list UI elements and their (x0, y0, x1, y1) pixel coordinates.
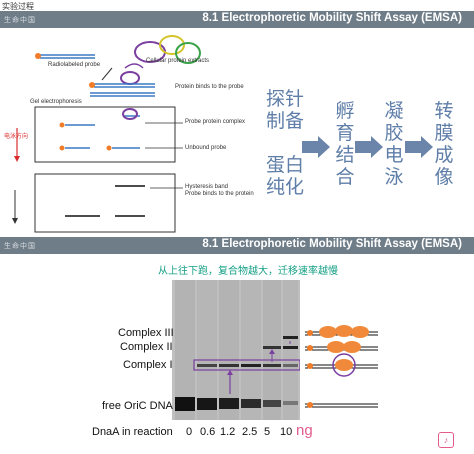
watermark-icon: ♪ (438, 432, 454, 448)
complex-schematic (305, 325, 378, 408)
cellular-extracts-label: Cellular protein extracts (146, 58, 210, 64)
free-oric-dna-label: free OriC DNA (102, 400, 173, 412)
slide2-banner: 生命中国 8.1 Electrophoretic Mobility Shift … (0, 237, 474, 254)
gel-box-1 (34, 106, 176, 163)
concentration-5: 10 (280, 426, 293, 438)
complex1-highlight-box (193, 359, 300, 371)
step-arrows (302, 136, 433, 158)
migration-caption: 从上往下跑，复合物越大，迁移速率越慢 (158, 266, 338, 277)
bound-protein-icon (120, 71, 140, 85)
free-dna-band (219, 398, 239, 409)
radiolabeled-probe-label: Radiolabeled probe (48, 62, 101, 68)
step-transfer-imaging: 转膜成像 (434, 100, 454, 188)
gel-box-2 (34, 173, 176, 233)
probe-protein-complex-label: Probe protein complex (185, 119, 246, 125)
arrow-right-icon (355, 136, 383, 158)
protein-blob-icon (159, 35, 185, 55)
brand-logo: 生命中国 (4, 17, 36, 24)
probe-binds-label: Protein binds to the probe (175, 84, 244, 90)
free-dna-band (263, 400, 281, 407)
brand-logo: 生命中国 (4, 243, 36, 250)
complex2-label: Complex II (120, 341, 173, 353)
concentration-2: 1.2 (220, 426, 236, 438)
free-dna-band (197, 398, 217, 410)
electrophoresis-direction-label: 电泳方向 (4, 134, 29, 140)
concentration-4: 5 (264, 426, 271, 438)
free-dna-band (283, 401, 298, 405)
gel-electrophoresis-label: Gel electrophoresis (30, 99, 82, 105)
page-header-title: 实验过程 (2, 2, 34, 11)
arrow-right-icon (405, 136, 433, 158)
step-probe-prep-2: 制备 (266, 110, 305, 132)
concentration-0: 0 (186, 426, 193, 438)
step-incubation: 孵育结合 (335, 100, 355, 188)
probe-star-icon (35, 53, 41, 59)
slide2-title: 8.1 Electrophoretic Mobility Shift Assay… (202, 238, 462, 250)
protein-blob-icon (175, 42, 201, 64)
free-dna-band (241, 399, 261, 408)
emsa-diagram (12, 35, 201, 233)
step-protein-purify-2: 纯化 (266, 176, 305, 198)
complex1-label: Complex I (123, 359, 173, 371)
concentration-1: 0.6 (200, 426, 216, 438)
dnaa-reaction-label: DnaA in reaction (92, 426, 173, 438)
emsa-gel-image (172, 280, 300, 420)
complex3-label: Complex III (118, 327, 174, 339)
unbound-probe-label: Unbound probe (185, 145, 227, 151)
arrow-right-icon (302, 136, 330, 158)
slide1-title: 8.1 Electrophoretic Mobility Shift Assay… (202, 12, 462, 24)
slide1-banner: 生命中国 8.1 Electrophoretic Mobility Shift … (0, 11, 474, 28)
probe-binds-protein-label: Probe binds to the protein (185, 191, 254, 197)
hysteresis-band-label: Hysteresis band (185, 184, 229, 190)
concentration-unit: ng (296, 422, 313, 439)
free-dna-band (175, 397, 195, 411)
step-gel-electrophoresis: 凝胶电泳 (384, 100, 404, 188)
step-protein-purify-1: 蛋白 (266, 154, 305, 176)
step-probe-prep-1: 探针 (266, 88, 305, 110)
concentration-3: 2.5 (242, 426, 258, 438)
